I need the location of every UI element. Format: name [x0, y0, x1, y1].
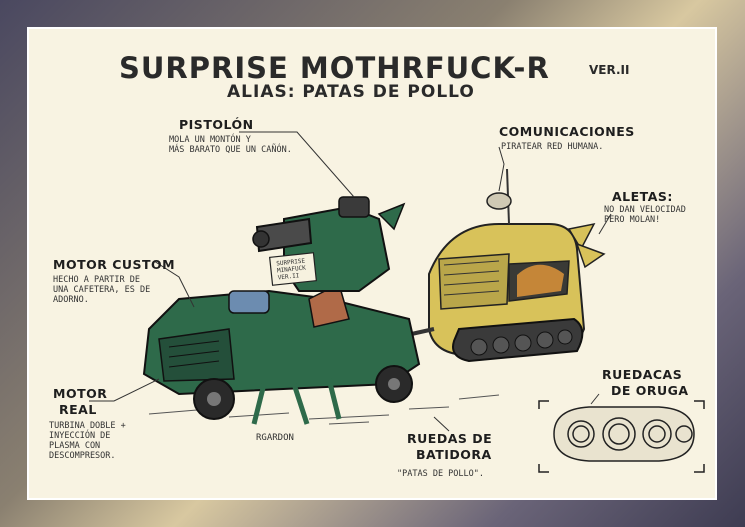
label-ruedas-batidora-line2: BATIDORA — [416, 447, 492, 462]
page-title: SURPRISE MOTHRFUCK-R — [119, 51, 550, 85]
note-aletas: NO DAN VELOCIDAD PERO MOLAN! — [604, 205, 686, 225]
green-vehicle — [142, 196, 421, 425]
label-motor-real-line1: MOTOR — [53, 386, 108, 401]
label-comunicaciones: COMUNICACIONES — [499, 124, 635, 139]
vehicle-illustration — [89, 131, 705, 473]
label-motor-real-line2: REAL — [59, 402, 97, 417]
version-label: VER.II — [589, 63, 630, 77]
yellow-trailer — [428, 168, 606, 363]
note-motor-real: TURBINA DOBLE + INYECCIÓN DE PLASMA CON … — [49, 421, 126, 461]
label-ruedacas-line1: RUEDACAS — [602, 367, 683, 382]
sign-text: SURPRISE MINAFUCK VER.II — [275, 257, 307, 282]
label-aletas: ALETAS: — [612, 189, 673, 204]
alias-subtitle: ALIAS: PATAS DE POLLO — [227, 82, 475, 102]
artist-signature: RGARDON — [256, 433, 294, 443]
concept-art-card: SURPRISE MOTHRFUCK-R VER.II ALIAS: PATAS… — [27, 27, 717, 500]
label-ruedas-batidora-line1: RUEDAS DE — [407, 431, 493, 446]
callout-leaders — [89, 131, 612, 432]
ground-shadow — [148, 394, 500, 425]
track-wheel-diagram — [538, 400, 705, 473]
label-ruedacas-line2: DE ORUGA — [611, 383, 689, 398]
vehicle-sign — [268, 252, 318, 286]
note-ruedas-batidora: "PATAS DE POLLO". — [397, 469, 484, 479]
note-comunicaciones: PIRATEAR RED HUMANA. — [501, 142, 604, 152]
label-pistolon: PISTOLÓN — [179, 117, 254, 132]
note-motor-custom: HECHO A PARTIR DE UNA CAFETERA, ES DE AD… — [53, 275, 151, 305]
note-pistolon: MOLA UN MONTÓN Y MÁS BARATO QUE UN CAÑÓN… — [169, 135, 292, 155]
label-motor-custom: MOTOR CUSTOM — [53, 257, 176, 272]
